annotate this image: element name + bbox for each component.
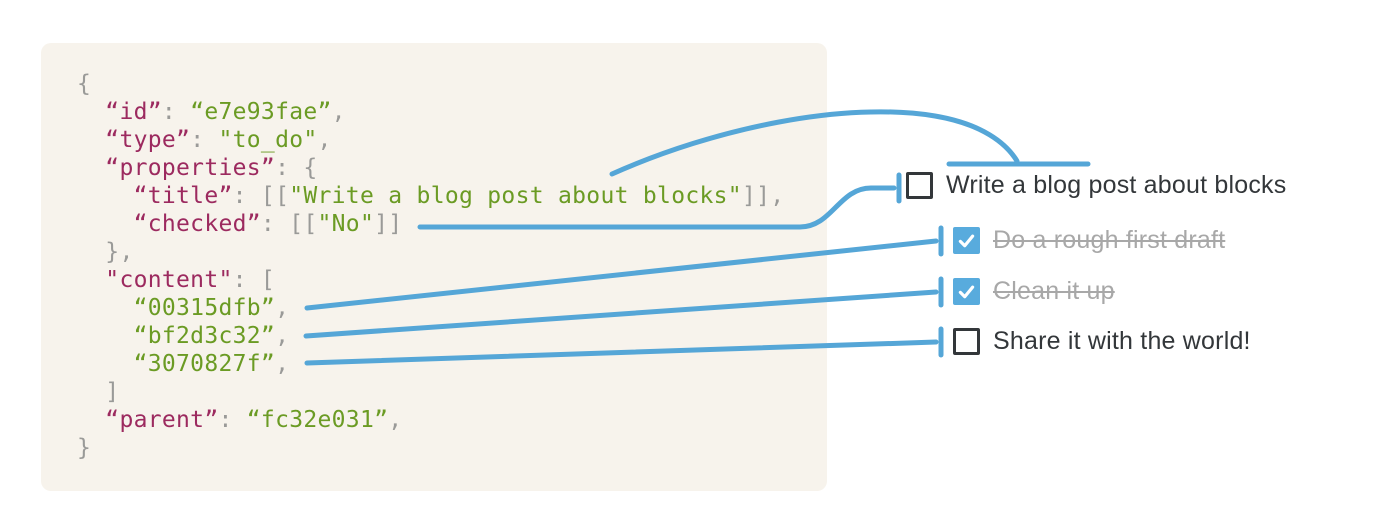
code-token [77,155,105,181]
code-token [77,99,105,125]
code-token: "content" [105,267,233,293]
code-token: , [275,351,290,377]
todo-checkbox[interactable] [953,227,980,254]
code-token [77,407,105,433]
todo-item: Do a rough first draft [953,227,1225,254]
code-token [77,351,134,377]
code-token [77,183,134,209]
code-line: “properties”: { [77,154,784,182]
code-line: “bf2d3c32”, [77,322,784,350]
code-token: “type” [105,127,191,153]
code-line: ] [77,378,784,406]
code-token: , [275,323,290,349]
code-token: “3070827f” [133,351,276,377]
todo-item: Write a blog post about blocks [906,172,1286,199]
todo-checkbox[interactable] [953,328,980,355]
todo-checkbox[interactable] [953,278,980,305]
code-token: ] [77,379,120,405]
code-line: “3070827f”, [77,350,784,378]
todo-item: Clean it up [953,278,1115,305]
code-token [77,211,134,237]
code-token: “properties” [105,155,276,181]
code-token [77,267,105,293]
todo-checkbox[interactable] [906,172,933,199]
code-line: } [77,434,784,462]
code-token: , [388,407,403,433]
code-token: : [161,99,191,125]
code-line: “checked”: [["No"]] [77,210,784,238]
code-line: “00315dfb”, [77,294,784,322]
code-token: , [275,295,290,321]
checkmark-icon [958,285,975,299]
todo-label: Clean it up [993,277,1115,305]
todo-label: Write a blog post about blocks [946,171,1287,199]
code-token: : [ [232,267,276,293]
code-token: “fc32e031” [246,407,389,433]
code-token: “checked” [133,211,261,237]
code-line: “title”: [["Write a blog post about bloc… [77,182,784,210]
code-token: “id” [105,99,162,125]
code-token: : [[ [260,211,318,237]
code-token: ]], [741,183,785,209]
code-line: “parent”: “fc32e031”, [77,406,784,434]
code-line: "content": [ [77,266,784,294]
code-token: } [77,435,92,461]
checkmark-icon [958,234,975,248]
code-line: “type”: "to_do", [77,126,784,154]
code-line: }, [77,238,784,266]
code-token: “title” [133,183,233,209]
code-token: { [77,71,92,97]
todo-label: Do a rough first draft [993,226,1226,254]
code-token: : [218,407,247,433]
code-token: "Write a blog post about blocks" [289,183,742,209]
code-token: : [190,127,219,153]
code-token: "No" [317,211,375,237]
code-token: : [[ [232,183,290,209]
json-code-panel: { “id”: “e7e93fae”, “type”: "to_do", “pr… [41,43,827,491]
code-token: , [317,127,332,153]
todo-item: Share it with the world! [953,328,1251,355]
code-token: ]] [374,211,403,237]
code-token [77,127,105,153]
code-line: “id”: “e7e93fae”, [77,98,784,126]
code-token: : { [275,155,318,181]
todo-label: Share it with the world! [993,327,1251,355]
code-token [77,323,134,349]
code-token: “e7e93fae” [190,99,332,125]
code-token [77,295,134,321]
code-token: “parent” [105,407,219,433]
json-code: { “id”: “e7e93fae”, “type”: "to_do", “pr… [77,70,784,462]
code-token: “00315dfb” [133,295,276,321]
code-line: { [77,70,784,98]
code-token: “bf2d3c32” [133,323,276,349]
code-token: "to_do" [218,127,318,153]
code-token: , [331,99,346,125]
code-token: }, [77,239,134,265]
